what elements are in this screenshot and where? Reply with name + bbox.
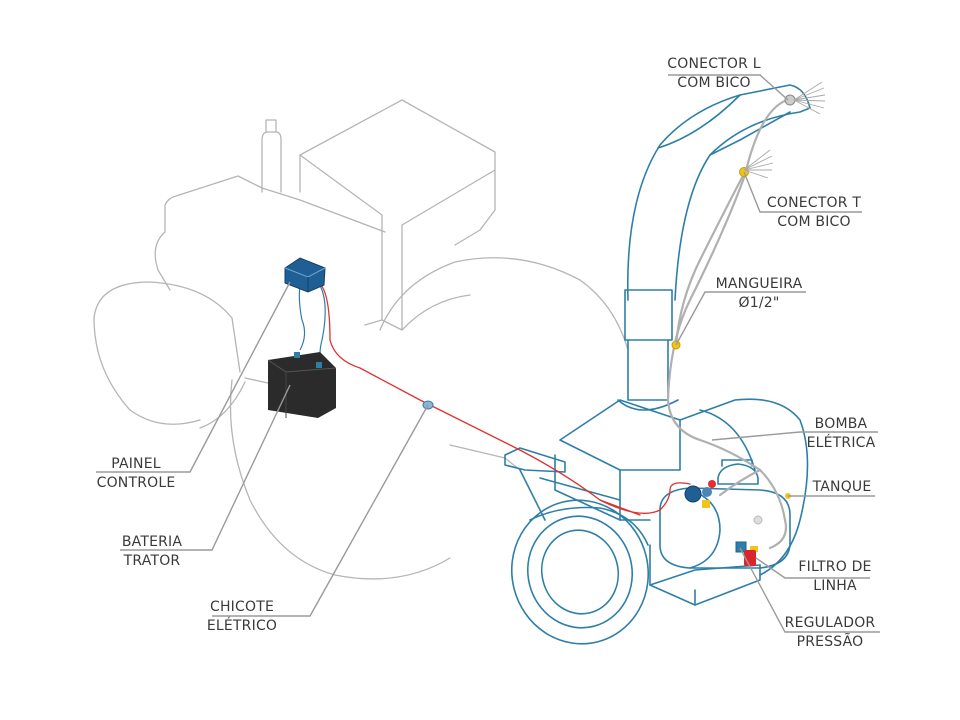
panel-wires (298, 281, 326, 366)
machine-outline (504, 84, 811, 645)
connector-t-nozzle-icon (739, 149, 774, 179)
hose-lines (666, 98, 789, 550)
pressure-regulator-icon (735, 541, 758, 553)
label-filtro: FILTRO DE LINHA (798, 559, 872, 594)
tank-vent-icon (753, 515, 763, 525)
label-mangueira: MANGUEIRA Ø1/2" (715, 276, 803, 311)
connector-l-nozzle-icon (784, 81, 826, 115)
tractor-outline (93, 99, 629, 580)
label-regulador: REGULADOR PRESSÃO (784, 615, 876, 650)
label-bateria: BATERIA TRATOR (121, 534, 183, 569)
label-painel: PAINEL CONTROLE (96, 456, 176, 491)
electric-harness (317, 281, 691, 516)
label-bomba: BOMBA ELÉTRICA (806, 416, 876, 451)
control-panel-icon (284, 257, 326, 293)
battery-icon (267, 352, 337, 418)
label-chicote: CHICOTE ELÉTRICO (206, 599, 278, 634)
electric-pump-icon (684, 480, 716, 508)
label-tanque: TANQUE (812, 479, 872, 495)
leader-lines (96, 74, 880, 633)
label-conector-l: CONECTOR L COM BICO (667, 56, 761, 91)
label-conector-t: CONECTOR T COM BICO (766, 195, 862, 230)
